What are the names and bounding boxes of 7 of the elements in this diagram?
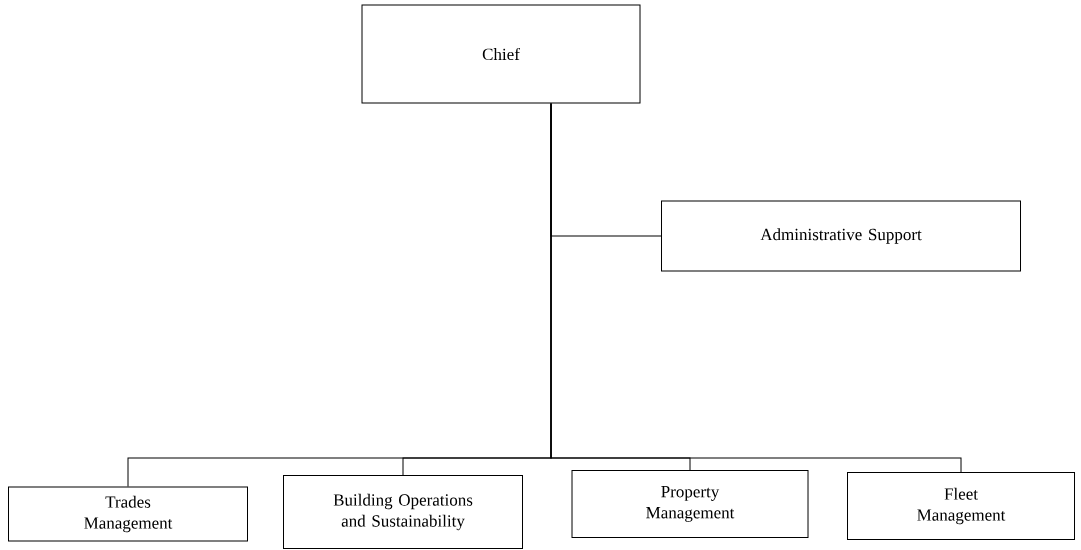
connector-line bbox=[550, 103, 962, 473]
org-box: Building Operations and Sustainability bbox=[283, 475, 523, 549]
org-box: Administrative Support bbox=[661, 200, 1021, 272]
org-box: Property Management bbox=[571, 470, 809, 538]
org-box: Trades Management bbox=[8, 486, 248, 542]
org-box: Fleet Management bbox=[847, 472, 1075, 540]
org-box: Chief bbox=[361, 4, 641, 104]
